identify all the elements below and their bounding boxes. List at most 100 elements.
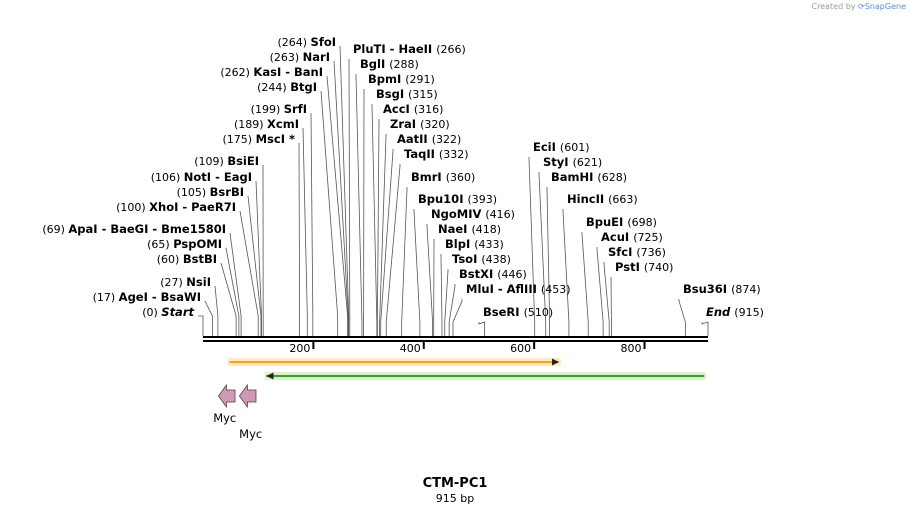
enzyme-label-ngomiv: NgoMIV (416) [431, 207, 515, 221]
enzyme-labels: (264) SfoI(263) NarI(262) KasI - BanI(24… [42, 35, 764, 319]
enzyme-label-bsrbi: (105) BsrBI [177, 185, 244, 199]
enzyme-name: BtgI [290, 80, 317, 94]
enzyme-position: (27) [160, 276, 186, 289]
enzyme-label-btgi: (244) BtgI [257, 80, 317, 94]
enzyme-position: (17) [93, 291, 119, 304]
enzyme-cut-line [546, 187, 551, 336]
enzyme-position: (874) [731, 283, 761, 296]
enzyme-name: MscI * [256, 132, 295, 146]
enzyme-label-acci: AccI (316) [383, 102, 443, 116]
enzyme-label-psti: PstI (740) [615, 260, 673, 274]
enzyme-label-blpi: BlpI (433) [445, 237, 504, 251]
enzyme-cut-line [326, 75, 349, 336]
enzyme-label-noti-eagi: (106) NotI - EagI [151, 170, 252, 184]
sequence-length-label: 915 bp [435, 492, 475, 505]
enzyme-name: AgeI - BsaWI [119, 290, 201, 304]
enzyme-position: (453) [541, 283, 571, 296]
enzyme-cut-line [239, 210, 259, 336]
enzyme-cut-line [320, 90, 339, 336]
ruler-tick-label: 800 [621, 342, 642, 355]
enzyme-position: (725) [633, 231, 663, 244]
enzyme-position: (100) [116, 201, 149, 214]
enzyme-cut-line [355, 74, 363, 336]
ruler-tick-mark [312, 342, 315, 349]
enzyme-position: (418) [471, 223, 501, 236]
enzyme-position: (69) [42, 223, 68, 236]
enzyme-name: SfoI [311, 35, 336, 49]
enzyme-cut-line [229, 232, 242, 336]
enzyme-position: (736) [636, 246, 666, 259]
enzyme-position: (446) [497, 268, 527, 281]
map-title: CTM-PC1 [422, 476, 488, 491]
enzyme-name: BpuEI [586, 215, 627, 229]
enzyme-label-naei: NaeI (418) [438, 222, 501, 236]
enzyme-name: PluTI - HaeII [353, 42, 436, 56]
enzyme-cut-line [204, 300, 213, 336]
snapgene-logo-icon: ⟳ [858, 2, 865, 11]
enzyme-name: Bpu10I [418, 192, 467, 206]
enzyme-name: XcmI [267, 117, 299, 131]
arrowhead-left-icon [266, 372, 274, 380]
enzyme-label-agei-bsawi: (17) AgeI - BsaWI [93, 290, 201, 304]
enzyme-cut-line [333, 60, 349, 336]
enzyme-name: SfcI [608, 245, 636, 259]
enzyme-cut-line [310, 112, 314, 336]
enzyme-label-apai-baegi-bme1580i: (69) ApaI - BaeGI - Bme1580I [42, 222, 226, 236]
enzyme-cut-line [339, 45, 350, 336]
ruler-tick-mark [643, 342, 646, 349]
ruler-tick-mark [422, 342, 425, 349]
enzyme-name: KasI - BanI [253, 65, 323, 79]
enzyme-label-bseri: BseRI (510) [483, 305, 553, 319]
enzyme-cut-line [214, 285, 219, 336]
enzyme-cut-line [538, 172, 547, 336]
enzyme-name: PstI [615, 260, 644, 274]
feature-label: Myc [239, 427, 262, 441]
enzyme-label-aatii: AatII (322) [397, 132, 461, 146]
enzyme-label-sfci: SfcI (736) [608, 245, 666, 259]
enzyme-position: (291) [405, 73, 435, 86]
enzyme-name: ApaI - BaeGI - Bme1580I [68, 222, 226, 236]
enzyme-label-bpu10i: Bpu10I (393) [418, 192, 497, 206]
credit-brand: SnapGene [864, 2, 906, 11]
enzyme-cut-line [440, 254, 443, 336]
enzyme-position: (106) [151, 171, 184, 184]
enzyme-label-bsu36i: Bsu36I (874) [683, 282, 761, 296]
enzyme-position: (199) [251, 103, 284, 116]
enzyme-position: (266) [436, 43, 466, 56]
enzyme-name: NotI - EagI [184, 170, 252, 184]
myc-tag-arrow [217, 383, 236, 409]
enzyme-name: NgoMIV [431, 207, 485, 221]
enzyme-name: BpmI [368, 72, 405, 86]
enzyme-name: StyI [543, 155, 573, 169]
enzyme-name: TaqII [404, 147, 439, 161]
enzyme-cut-line [225, 247, 240, 336]
enzyme-position: (621) [573, 156, 603, 169]
credit-prefix: Created by [811, 2, 856, 11]
enzyme-cut-line [448, 284, 456, 336]
enzyme-cut-line [379, 134, 387, 336]
enzyme-label-sfoi: (264) SfoI [277, 35, 336, 49]
enzyme-name: EciI [533, 140, 560, 154]
enzyme-name: AccI [383, 102, 414, 116]
myc-tag-arrow [238, 383, 257, 409]
enzyme-cut-line [596, 247, 604, 336]
enzyme-name: BglI [360, 57, 389, 71]
enzyme-position: (244) [257, 81, 290, 94]
enzyme-position: (740) [644, 261, 674, 274]
enzyme-name: BsgI [376, 87, 408, 101]
enzyme-name: AcuI [601, 230, 633, 244]
enzyme-position: (262) [220, 66, 253, 79]
enzyme-position: (175) [223, 133, 256, 146]
enzyme-label-nsii: (27) NsiI [160, 275, 211, 289]
enzyme-position: (416) [485, 208, 515, 221]
enzyme-position: (263) [270, 51, 303, 64]
enzyme-name: BamHI [551, 170, 597, 184]
enzyme-cut-line [385, 164, 401, 336]
enzyme-label-bgli: BglI (288) [360, 57, 419, 71]
enzyme-name: SrfI [284, 102, 307, 116]
enzyme-position: (438) [481, 253, 511, 266]
enzyme-name: NarI [303, 50, 330, 64]
enzyme-label-styi: StyI (621) [543, 155, 602, 169]
